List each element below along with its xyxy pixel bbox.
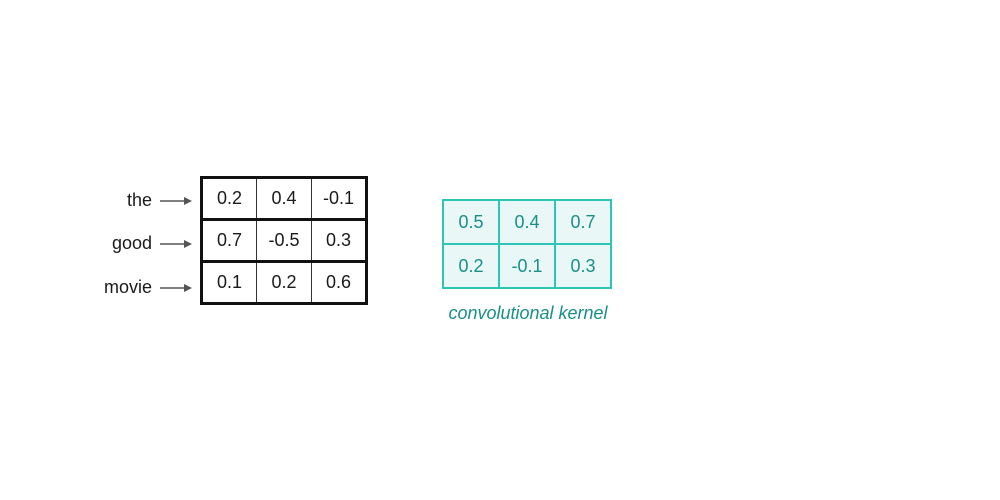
word-label-the: the bbox=[126, 190, 152, 210]
kernel-cell: 0.4 bbox=[498, 199, 556, 245]
arrow-right-icon bbox=[160, 283, 192, 293]
matrix-row-good: 0.7 -0.5 0.3 bbox=[200, 218, 368, 263]
kernel-caption: convolutional kernel bbox=[448, 303, 608, 323]
matrix-cell: 0.3 bbox=[311, 218, 368, 263]
matrix-cell: -0.5 bbox=[256, 218, 312, 263]
kernel-row: 0.2 -0.1 0.3 bbox=[442, 243, 612, 289]
convolutional-kernel: 0.5 0.4 0.7 0.2 -0.1 0.3 bbox=[442, 199, 612, 289]
kernel-cell: 0.3 bbox=[554, 243, 612, 289]
matrix-cell: 0.2 bbox=[200, 176, 257, 221]
matrix-cell: 0.2 bbox=[256, 260, 312, 305]
word-label-movie: movie bbox=[103, 277, 152, 297]
matrix-cell: -0.1 bbox=[311, 176, 368, 221]
kernel-cell: 0.7 bbox=[554, 199, 612, 245]
word-label-good: good bbox=[111, 233, 152, 253]
matrix-cell: 0.1 bbox=[200, 260, 257, 305]
kernel-cell: -0.1 bbox=[498, 243, 556, 289]
kernel-row: 0.5 0.4 0.7 bbox=[442, 199, 612, 245]
matrix-cell: 0.4 bbox=[256, 176, 312, 221]
matrix-cell: 0.7 bbox=[200, 218, 257, 263]
arrow-right-icon bbox=[160, 239, 192, 249]
matrix-row-the: 0.2 0.4 -0.1 bbox=[200, 176, 368, 221]
kernel-cell: 0.5 bbox=[442, 199, 500, 245]
kernel-cell: 0.2 bbox=[442, 243, 500, 289]
matrix-cell: 0.6 bbox=[311, 260, 368, 305]
embedding-matrix: 0.2 0.4 -0.1 0.7 -0.5 0.3 0.1 0.2 0.6 bbox=[200, 176, 368, 305]
matrix-row-movie: 0.1 0.2 0.6 bbox=[200, 260, 368, 305]
arrow-right-icon bbox=[160, 196, 192, 206]
